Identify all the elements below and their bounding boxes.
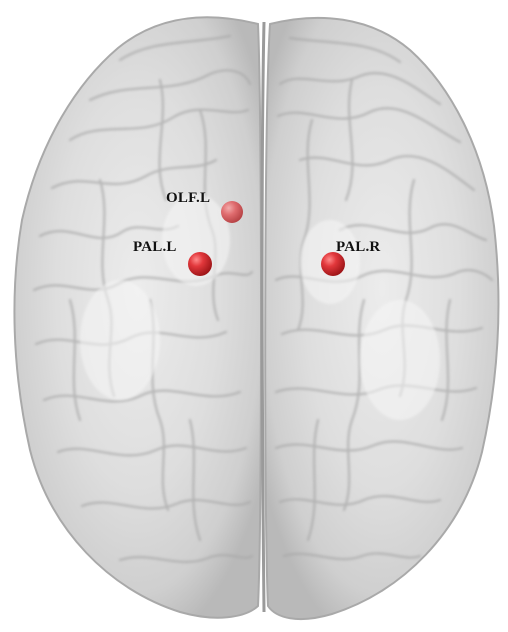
node-pal-l[interactable]: [188, 252, 212, 276]
node-label-pal-r: PAL.R: [336, 240, 380, 255]
node-label-olf-l: OLF.L: [166, 191, 210, 206]
node-pal-r[interactable]: [321, 252, 345, 276]
node-label-pal-l: PAL.L: [133, 240, 177, 255]
node-olf-l[interactable]: [221, 201, 243, 223]
